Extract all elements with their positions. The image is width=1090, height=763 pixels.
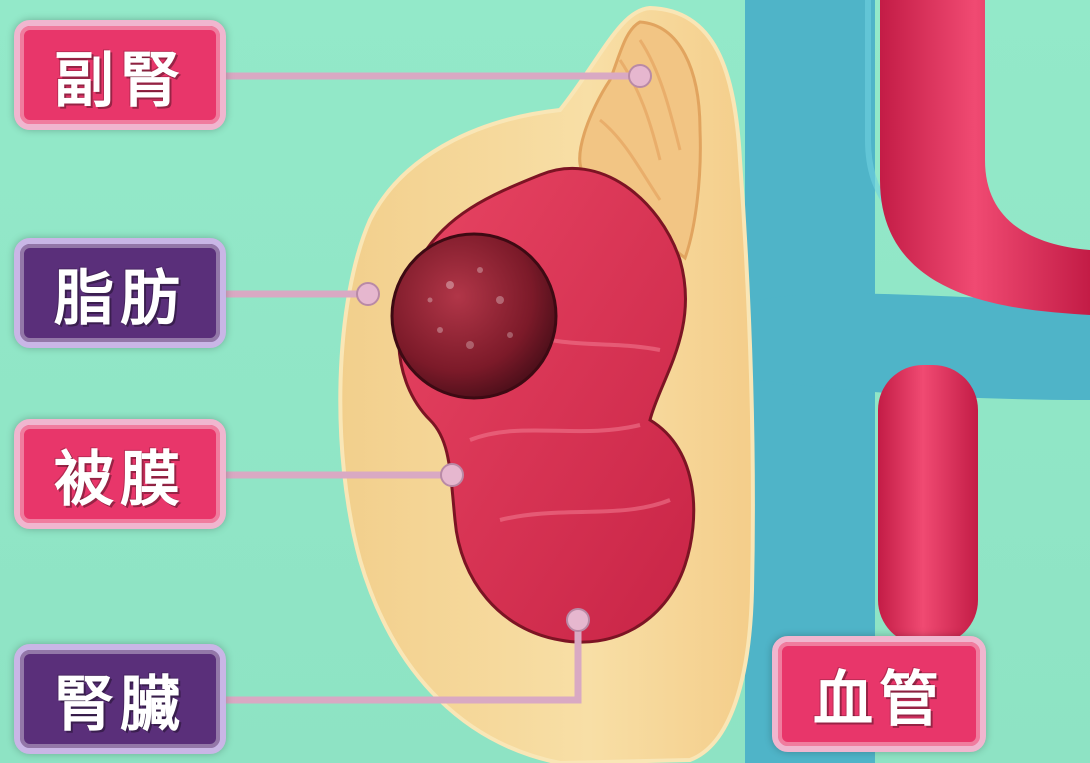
tumor-shape: [392, 234, 556, 398]
label-capsule: 被膜: [14, 419, 226, 529]
leader-dot-fat: [357, 283, 379, 305]
leader-dot-kidney: [567, 609, 589, 631]
label-adrenal: 副腎: [14, 20, 226, 130]
label-vessel: 血管: [772, 636, 986, 752]
leader-dot-adrenal: [629, 65, 651, 87]
label-fat: 脂肪: [14, 238, 226, 348]
label-kidney: 腎臟: [14, 644, 226, 754]
leader-dot-capsule: [441, 464, 463, 486]
